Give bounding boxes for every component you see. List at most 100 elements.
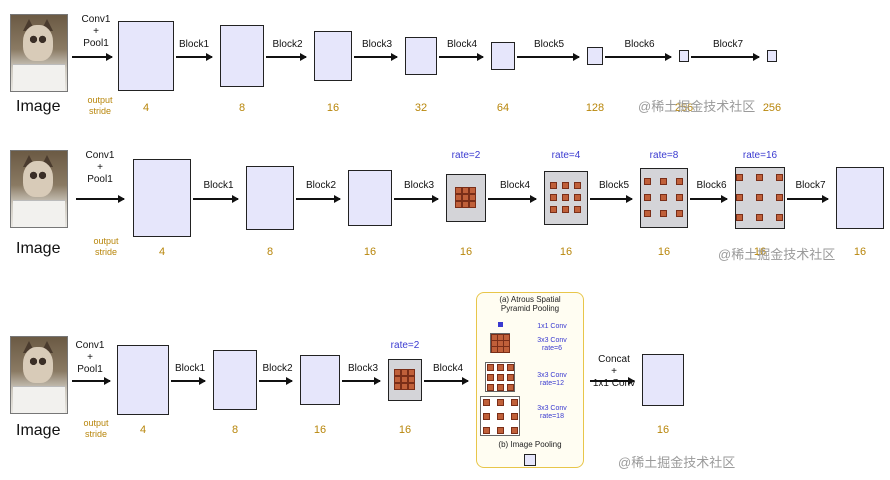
- kernel-dot: [408, 376, 415, 383]
- cat-figure: [23, 161, 53, 197]
- kernel-dot: [482, 426, 490, 434]
- row1-stride-value: 64: [496, 102, 510, 114]
- row2-rate-label: rate=2: [451, 150, 481, 161]
- row3-block-label: Block4: [432, 363, 463, 374]
- kernel-dot: [736, 194, 743, 201]
- kernel-dot: [455, 201, 462, 208]
- kernel-dot: [496, 412, 504, 420]
- row2-rate-label: rate=4: [551, 150, 581, 161]
- kernel-dot: [408, 383, 415, 390]
- row1-feature-map: [314, 31, 352, 81]
- kernel-dot: [496, 383, 504, 391]
- box-shape: [13, 200, 65, 227]
- kernel-dot: [502, 345, 510, 353]
- kernel-dot: [676, 194, 683, 201]
- kernel-dot: [462, 187, 469, 194]
- kernel-dot: [496, 363, 504, 371]
- row1-arrow: [605, 53, 672, 60]
- box-shape: [13, 386, 65, 413]
- kernel-dot: [496, 426, 504, 434]
- kernel-dot: [401, 369, 408, 376]
- watermark: @稀土掘金技术社区: [718, 247, 836, 262]
- row2-feature-map: [446, 174, 486, 222]
- row1-arrow-conv: [72, 53, 113, 60]
- row2-image-label: Image: [16, 240, 61, 257]
- row1-stride-value: 256: [762, 102, 782, 114]
- row2-feature-map: [544, 171, 588, 225]
- kernel-dot: [462, 194, 469, 201]
- row1-feature-map: [767, 50, 777, 62]
- row2-block-label: Block6: [696, 180, 727, 191]
- row2-block-label: Block4: [499, 180, 530, 191]
- row2-stride-value: 16: [363, 246, 377, 258]
- row2-block-label: Block3: [403, 180, 434, 191]
- row1-block-label: Block4: [446, 39, 477, 50]
- kernel-dot: [394, 369, 401, 376]
- kernel-dot: [510, 412, 518, 420]
- row3-block-label: Block1: [174, 363, 205, 374]
- row2-stride-value: 16: [657, 246, 671, 258]
- kernel-dot: [482, 398, 490, 406]
- kernel-dot: [510, 426, 518, 434]
- row3-stride-value: 16: [313, 424, 327, 436]
- row2-arrow: [488, 195, 537, 202]
- row2-image: [10, 150, 68, 228]
- kernel-dot: [736, 174, 743, 181]
- kernel-dot: [660, 178, 667, 185]
- image-pooling-title: (b) Image Pooling: [498, 440, 562, 449]
- aspp-branch-grid: [490, 333, 510, 353]
- kernel-dot: [506, 363, 514, 371]
- kernel-dot: [550, 206, 557, 213]
- kernel-dot: [676, 178, 683, 185]
- row3-image-label: Image: [16, 422, 61, 439]
- row3-output-map: [642, 354, 684, 406]
- row1-image: [10, 14, 68, 92]
- row2-arrow-conv: [76, 195, 125, 202]
- kernel-dot: [644, 210, 651, 217]
- kernel-dot: [736, 214, 743, 221]
- row2-stride-value: 16: [459, 246, 473, 258]
- row1-arrow: [517, 53, 580, 60]
- kernel-dot: [394, 376, 401, 383]
- row2-arrow: [193, 195, 239, 202]
- row3-stride-value: 8: [231, 424, 239, 436]
- row1-arrow: [439, 53, 484, 60]
- row3-block-label: Block3: [347, 363, 378, 374]
- row2-feature-map: [133, 159, 191, 237]
- kernel-dot: [574, 194, 581, 201]
- row3-feature-map: [388, 359, 422, 401]
- row3-feature-map: [300, 355, 340, 405]
- row3-arrow: [342, 377, 381, 384]
- kernel-dot: [486, 383, 494, 391]
- kernel-dot: [660, 210, 667, 217]
- row3-stride-value: 16: [398, 424, 412, 436]
- row1-conv-label: Conv1+Pool1: [81, 14, 111, 49]
- kernel-dot: [776, 194, 783, 201]
- kernel-dot: [562, 182, 569, 189]
- row2-stride-value: 8: [266, 246, 274, 258]
- row1-stride-value: 256: [674, 102, 694, 114]
- row2-stride-value: 4: [158, 246, 166, 258]
- kernel-dot: [455, 194, 462, 201]
- kernel-dot: [469, 194, 476, 201]
- row2-rate-label: rate=16: [742, 150, 778, 161]
- kernel-dot: [506, 383, 514, 391]
- row2-block-label: Block2: [305, 180, 336, 191]
- kernel-dot: [644, 194, 651, 201]
- kernel-dot: [496, 398, 504, 406]
- row1-feature-map: [220, 25, 264, 87]
- row2-arrow: [394, 195, 439, 202]
- row1-stride-value: 128: [585, 102, 605, 114]
- concat-label: Concat+1x1 Conv: [592, 354, 636, 389]
- aspp-branch-label: 1x1 Conv: [537, 323, 567, 330]
- row3-arrow: [259, 377, 293, 384]
- row1-arrow: [691, 53, 760, 60]
- row1-block-label: Block7: [712, 39, 743, 50]
- kernel-dot: [482, 412, 490, 420]
- kernel-dot: [506, 373, 514, 381]
